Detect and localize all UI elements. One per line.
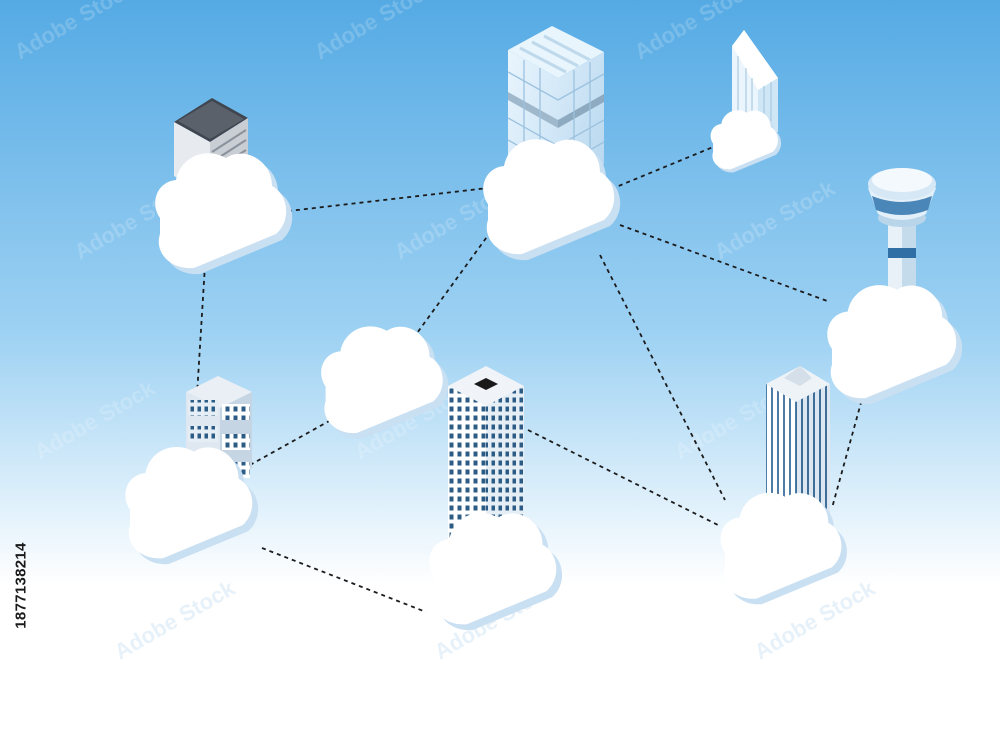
connector-line (196, 264, 206, 396)
connector-line (527, 429, 719, 526)
connector-line (619, 224, 831, 303)
striped-skyscraper (766, 366, 830, 530)
stock-image-id: 1877138214 (8, 515, 34, 655)
stock-image-id-text: 1877138214 (12, 541, 30, 629)
connector-line (261, 547, 427, 613)
connector-line (279, 187, 489, 213)
control-tower (868, 168, 936, 314)
connector-line (599, 254, 726, 501)
